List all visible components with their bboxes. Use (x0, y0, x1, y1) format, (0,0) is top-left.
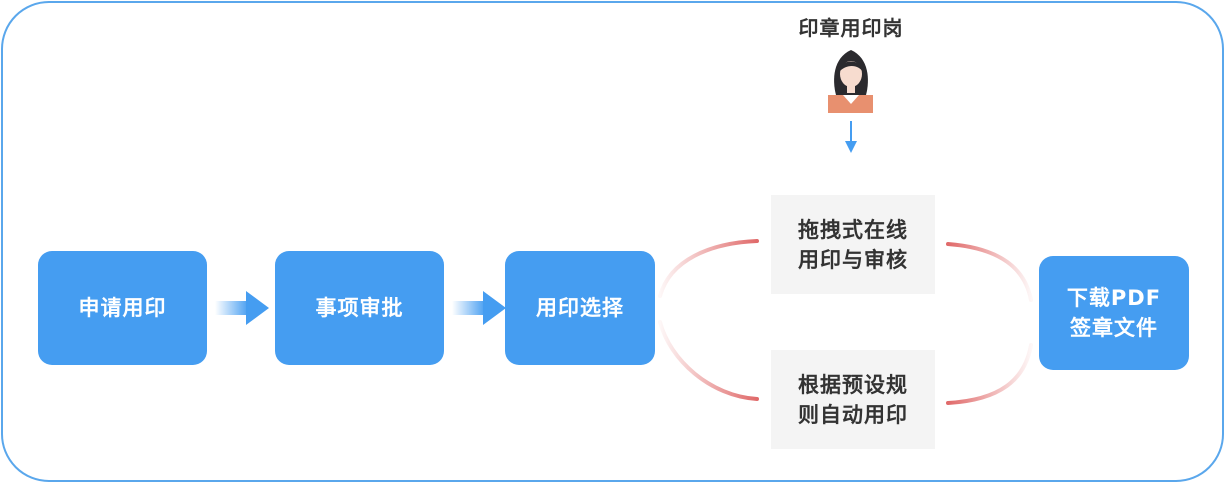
branch-manual-line2: 用印与审核 (798, 247, 908, 272)
branch-manual-seal: 拖拽式在线 用印与审核 (771, 195, 935, 294)
female-user-icon (828, 50, 873, 113)
step-apply-seal: 申请用印 (38, 251, 207, 365)
curve-from-auto (946, 343, 1033, 405)
branch-manual-line1: 拖拽式在线 (798, 217, 908, 242)
flow-arrow-1 (215, 291, 269, 325)
branch-auto-line1: 根据预设规 (798, 372, 908, 397)
role-down-arrow (845, 121, 857, 153)
step-approve-label: 事项审批 (315, 296, 404, 320)
curve-to-auto (658, 320, 759, 401)
step-matter-approval: 事项审批 (275, 251, 444, 365)
role-label: 印章用印岗 (798, 16, 904, 40)
branch-auto-line2: 则自动用印 (798, 402, 908, 427)
step-download-line1: 下载PDF (1066, 286, 1162, 310)
curve-to-manual (658, 239, 759, 298)
curve-from-manual (946, 242, 1033, 302)
branch-auto-seal: 根据预设规 则自动用印 (771, 350, 935, 449)
step-download-pdf: 下载PDF 签章文件 (1039, 256, 1189, 370)
step-seal-selection: 用印选择 (505, 251, 655, 365)
step-download-line2: 签章文件 (1070, 316, 1158, 340)
flow-arrow-2 (452, 291, 506, 325)
step-apply-label: 申请用印 (78, 296, 167, 320)
step-select-label: 用印选择 (536, 296, 624, 320)
